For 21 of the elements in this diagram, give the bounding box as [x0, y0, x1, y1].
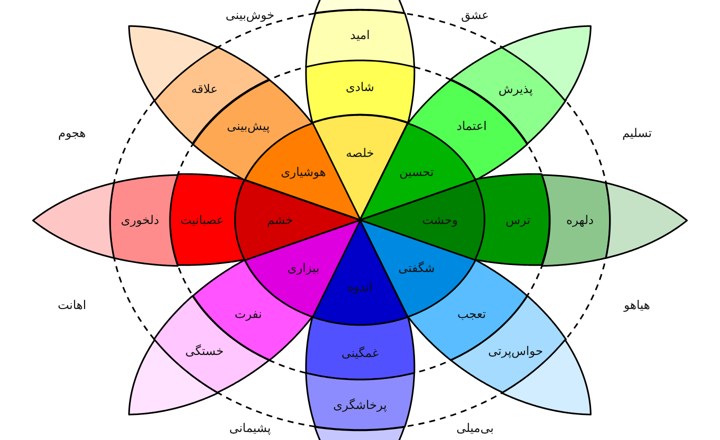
- petal-segment: غمگینی: [306, 317, 414, 380]
- dyad-label: هجوم: [58, 126, 86, 140]
- dyad-label: هیاهو: [624, 298, 650, 312]
- petal-tip: [33, 182, 114, 258]
- petal-segment: وحشت: [360, 180, 485, 260]
- petal-segment: دلهره: [542, 174, 610, 266]
- petal-tip: [606, 182, 687, 258]
- dyad-label: تسلیم: [622, 126, 652, 140]
- dyad-label: پشیمانی: [229, 421, 271, 435]
- dyad-label: اهانت: [58, 298, 86, 312]
- petal-segment: خشم: [235, 180, 360, 260]
- petal-segment: پرخاشگری: [306, 373, 414, 430]
- petal-tip: [128, 26, 218, 100]
- dyad-label: بی‌میلی: [456, 421, 494, 435]
- petal-segment: دلخوری: [110, 174, 178, 266]
- dyad-label: خوش‌بینی: [226, 8, 274, 22]
- petal-segment: عصبانیت: [170, 174, 244, 266]
- petal-segment: امید: [306, 10, 414, 67]
- petal-segment: شادی: [306, 60, 414, 123]
- petal-segment: ترس: [475, 174, 550, 266]
- dyad-label: عشق: [461, 8, 489, 22]
